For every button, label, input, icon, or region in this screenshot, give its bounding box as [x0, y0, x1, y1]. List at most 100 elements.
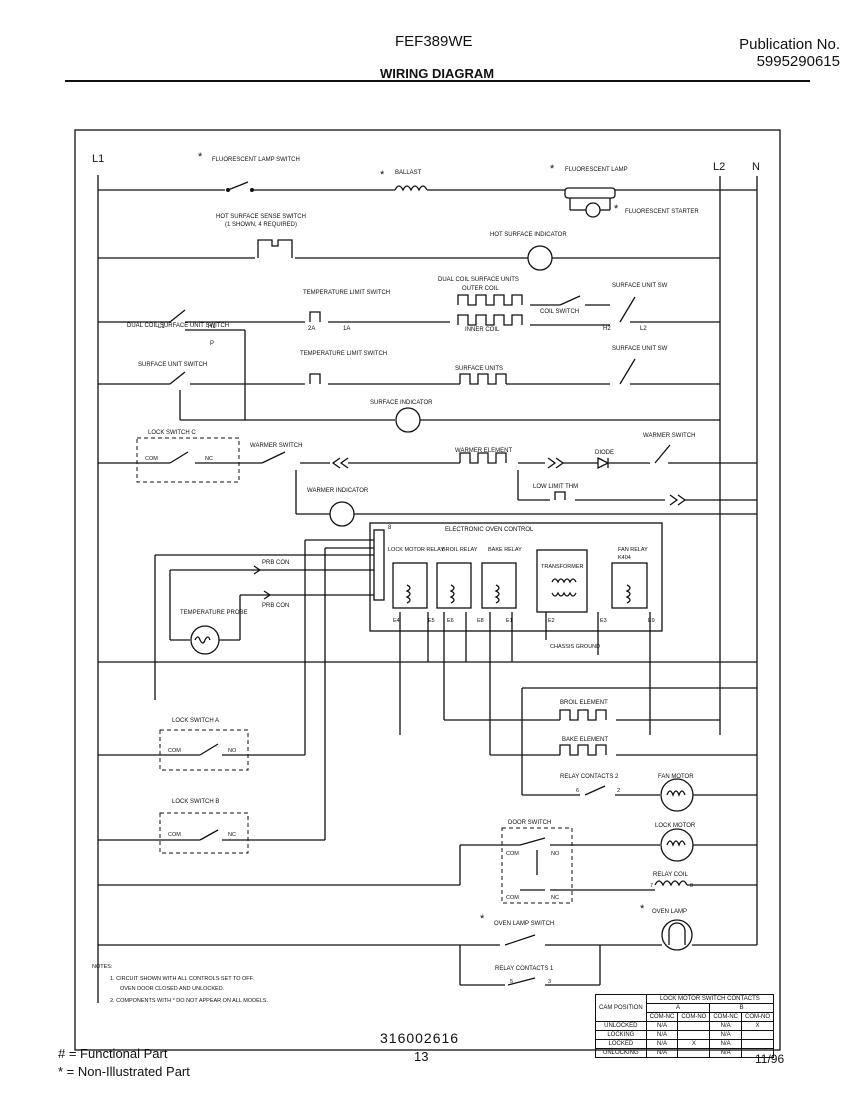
svg-text:E3: E3 — [600, 618, 607, 624]
svg-text:2A: 2A — [308, 326, 315, 332]
dual-coil-circuit — [98, 294, 720, 420]
oven-lamp-switch-label: OVEN LAMP SWITCH — [494, 921, 554, 927]
svg-text:NC: NC — [205, 456, 213, 462]
temp-probe-label: TEMPERATURE PROBE — [180, 610, 248, 616]
svg-text:NO: NO — [551, 851, 560, 857]
n-label: N — [752, 161, 760, 173]
hot-surface-sense-label: HOT SURFACE SENSE SWITCH — [216, 214, 306, 220]
lock-switch-b-label: LOCK SWITCH B — [172, 799, 219, 805]
fluorescent-circuit — [98, 181, 757, 218]
relay-contacts-1-label: RELAY CONTACTS 1 — [495, 966, 554, 972]
hot-surface-indicator-label: HOT SURFACE INDICATOR — [490, 232, 567, 238]
prb-con-label-2: PRB CON — [262, 603, 289, 609]
svg-text:E9: E9 — [648, 618, 655, 624]
svg-text:6: 6 — [576, 788, 579, 794]
svg-text:E8: E8 — [477, 618, 484, 624]
relay-coil-label: RELAY COIL — [653, 872, 688, 878]
outer-coil-label: OUTER COIL — [462, 286, 499, 292]
chassis-ground-label: CHASSIS GROUND — [550, 644, 600, 650]
svg-text:*: * — [380, 169, 385, 181]
legend-functional: # = Functional Part — [58, 1046, 168, 1061]
svg-text:*: * — [198, 151, 203, 163]
oven-elements — [444, 709, 757, 756]
svg-text:8: 8 — [690, 883, 693, 889]
svg-text:*: * — [614, 203, 619, 215]
svg-text:8: 8 — [388, 525, 392, 531]
switch-table-title: LOCK MOTOR SWITCH CONTACTS — [645, 994, 775, 1004]
hot-surface-circuit — [98, 239, 720, 271]
svg-text:1A: 1A — [343, 326, 350, 332]
legend: # = Functional Part * = Non-Illustrated … — [58, 1045, 190, 1081]
temp-limit-switch-label-2: TEMPERATURE LIMIT SWITCH — [300, 351, 387, 357]
svg-text:E2: E2 — [548, 618, 555, 624]
lock-switch-c-label: LOCK SWITCH C — [148, 430, 196, 436]
door-switch-circuit — [98, 827, 757, 904]
fluor-starter-label: FLUORESCENT STARTER — [625, 209, 699, 215]
warmer-indicator-label: WARMER INDICATOR — [307, 488, 369, 494]
warmer-circuit — [98, 437, 757, 527]
legend-non-illustrated: * = Non-Illustrated Part — [58, 1064, 190, 1079]
svg-text:7: 7 — [650, 883, 653, 889]
publication-label: Publication No. — [739, 36, 840, 53]
temp-limit-switch-label-1: TEMPERATURE LIMIT SWITCH — [303, 290, 390, 296]
revision-date: 11/96 — [755, 1052, 785, 1066]
publication-block: Publication No. 5995290615 — [700, 36, 840, 70]
svg-text:COM: COM — [506, 851, 519, 857]
svg-text:*: * — [550, 163, 555, 175]
lock-switch-b — [98, 547, 374, 854]
hot-surface-sense-note: (1 SHOWN, 4 REQUIRED) — [225, 222, 297, 228]
svg-text:COM: COM — [506, 895, 519, 901]
fan-relay-label: FAN RELAY — [618, 547, 648, 553]
oven-lamp-label: OVEN LAMP — [652, 909, 687, 915]
document-number: 316002616 — [380, 1030, 460, 1046]
lock-motor-relay-label: LOCK MOTOR RELAY — [388, 547, 444, 553]
svg-text:COM: COM — [168, 748, 181, 754]
fan-motor-circuit — [522, 778, 757, 812]
svg-text:L2: L2 — [640, 326, 647, 332]
svg-text:NOTES:: NOTES: — [92, 964, 113, 970]
svg-text:L1: L1 — [158, 324, 165, 330]
oven-lamp-circuit — [98, 919, 757, 986]
broil-relay-label: BROIL RELAY — [442, 547, 478, 553]
coil-switch-label: COIL SWITCH — [540, 309, 579, 315]
svg-text:OVEN DOOR CLOSED AND UNLOCKED.: OVEN DOOR CLOSED AND UNLOCKED. — [120, 986, 225, 992]
broil-element-label: BROIL ELEMENT — [560, 700, 608, 706]
surface-unit-sw-label-1: SURFACE UNIT SW — [612, 283, 668, 289]
model-number: FEF389WE — [395, 33, 473, 50]
warmer-element-label: WARMER ELEMENT — [455, 448, 512, 454]
surface-indicator-label: SURFACE INDICATOR — [370, 400, 433, 406]
page-number: 13 — [414, 1049, 429, 1064]
svg-text:*: * — [480, 913, 485, 925]
svg-text:NO: NO — [228, 748, 237, 754]
cam-position-header: CAM POSITION — [595, 994, 647, 1022]
surface-units-label: SURFACE UNITS — [455, 366, 503, 372]
warmer-switch-right-label: WARMER SWITCH — [643, 433, 695, 439]
svg-text:E6: E6 — [447, 618, 454, 624]
surface-unit-switch-label: SURFACE UNIT SWITCH — [138, 362, 207, 368]
bake-relay-label: BAKE RELAY — [488, 547, 522, 553]
temperature-probe-circuit — [154, 554, 374, 700]
electronic-oven-control — [369, 522, 663, 755]
fluor-lamp-label: FLUORESCENT LAMP — [565, 167, 628, 173]
svg-text:P: P — [210, 341, 214, 347]
diode-label: DIODE — [595, 450, 614, 456]
surface-unit-sw-label-2: SURFACE UNIT SW — [612, 346, 668, 352]
svg-text:NC: NC — [228, 832, 236, 838]
svg-text:5: 5 — [510, 979, 513, 985]
svg-text:1. CIRCUIT SHOWN WITH ALL CONT: 1. CIRCUIT SHOWN WITH ALL CONTROLS SET T… — [110, 976, 254, 982]
svg-text:COM: COM — [145, 456, 158, 462]
fan-relay-code: K404 — [618, 555, 631, 561]
svg-text:COM: COM — [168, 832, 181, 838]
prb-con-label-1: PRB CON — [262, 560, 289, 566]
l2-label: L2 — [713, 161, 725, 173]
page-title: WIRING DIAGRAM — [380, 66, 495, 81]
l1-label: L1 — [92, 153, 104, 165]
warmer-switch-label: WARMER SWITCH — [250, 443, 302, 449]
svg-text:E4: E4 — [393, 618, 400, 624]
diagram-border — [74, 129, 781, 1051]
